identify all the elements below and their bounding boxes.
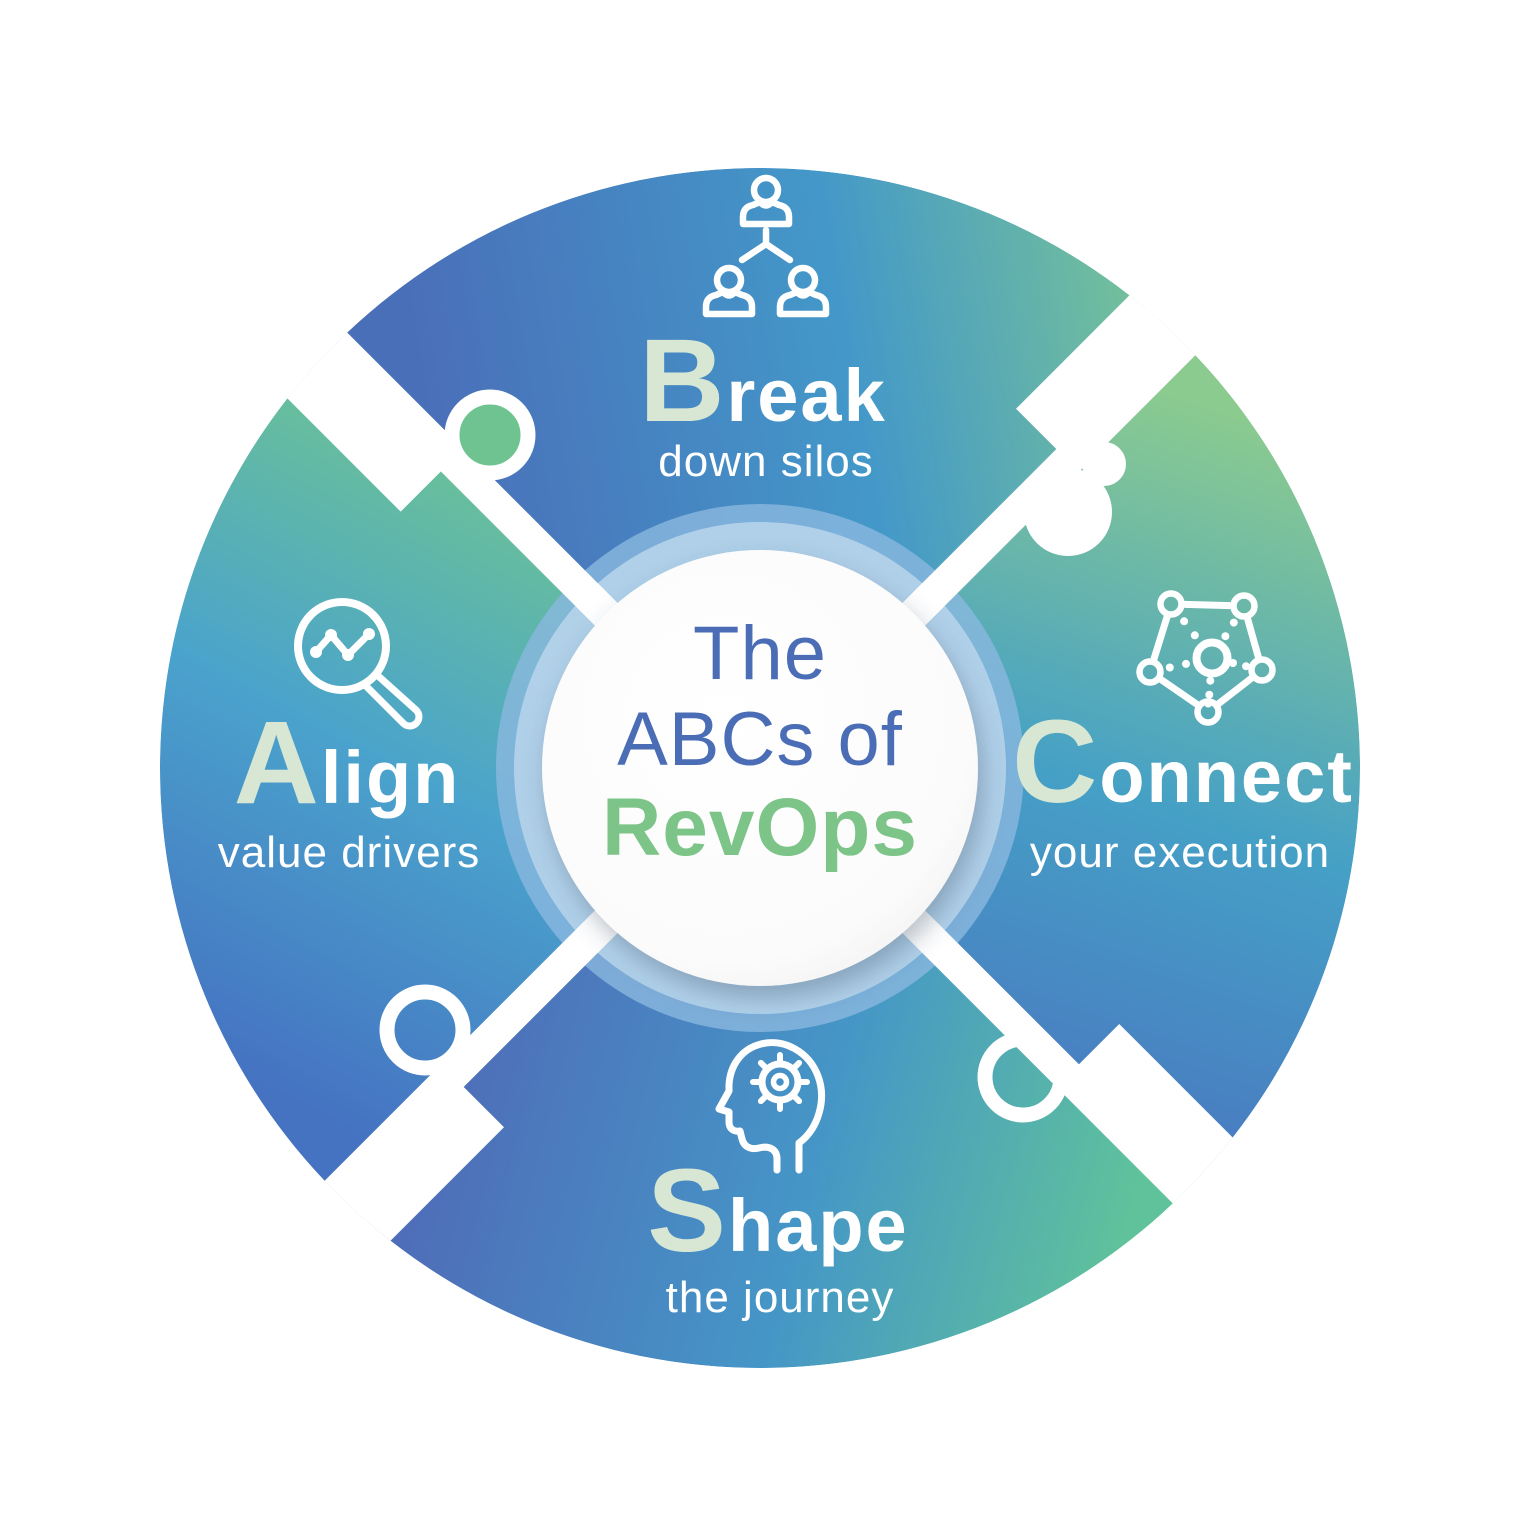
label-align-word: Align [233,697,461,829]
center-line-2: ABCs of [617,697,903,782]
label-shape-word: Shape [647,1145,909,1277]
center-disc [542,550,978,986]
puzzle-knob-top-right [1024,442,1126,556]
label-align-subtitle: value drivers [217,828,481,877]
network-nodes-icon [1136,590,1276,726]
center-line-1: The [693,611,827,696]
label-connect-subtitle: your execution [1029,828,1331,877]
label-shape-letter: S [647,1145,728,1277]
puzzle-corner-steps [266,274,1254,1262]
puzzle-knob-top-left [444,389,536,481]
magnifier-chart-icon [294,598,423,730]
puzzle-piece-shape [335,768,1185,1368]
label-connect-word: Connect [1012,696,1354,828]
puzzle-knob-bottom-right [977,1031,1069,1123]
label-break-word: Break [639,315,887,447]
label-break-subtitle: down silos [658,437,874,486]
label-align-letter: A [233,697,321,829]
label-shape-subtitle: the journey [665,1273,895,1322]
label-break-letter: B [639,315,727,447]
puzzle-piece-connect [760,343,1360,1193]
head-gear-icon [715,1039,825,1174]
center-headline: The ABCs of RevOps [602,611,918,873]
center-line-revops: RevOps [602,782,918,873]
org-chart-icon [706,178,826,314]
label-connect-letter: C [1012,696,1100,828]
puzzle-piece-break [335,168,1185,768]
puzzle-piece-align [160,343,760,1193]
puzzle-knob-bottom-left [379,984,471,1076]
